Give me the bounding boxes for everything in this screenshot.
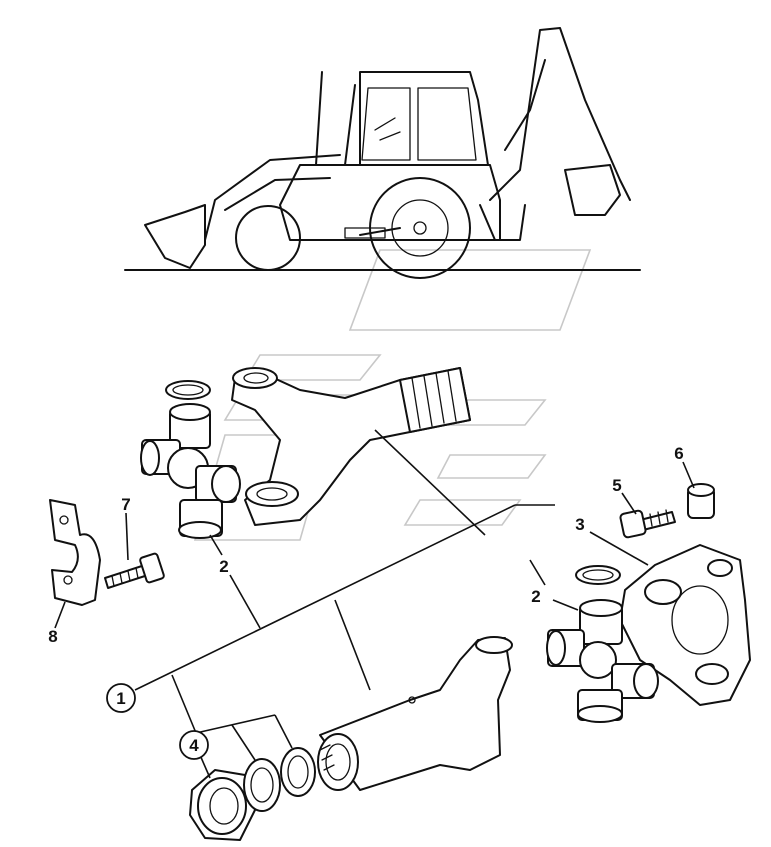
strap-bolt (104, 552, 165, 589)
callout-8: 8 (48, 627, 57, 646)
callout-3: 3 (575, 515, 584, 534)
backhoe-loader-illustration (124, 27, 641, 279)
svg-text:1: 1 (116, 689, 125, 708)
flange-bolt (619, 509, 676, 539)
callout-2-left: 2 (219, 557, 228, 576)
callout-6: 6 (674, 444, 683, 463)
universal-joint-cross-right (546, 599, 659, 723)
snap-ring-top (165, 380, 211, 400)
callout-1: 1 (106, 683, 136, 713)
callout-7: 7 (121, 495, 130, 514)
svg-text:6: 6 (674, 444, 683, 463)
universal-joint-cross-left (140, 403, 241, 539)
washer-2 (280, 747, 316, 797)
drive-shaft-yoke-splined (231, 367, 471, 526)
callout-4: 4 (179, 730, 209, 760)
slip-yoke-tube (317, 636, 513, 791)
svg-text:2: 2 (219, 557, 228, 576)
svg-text:7: 7 (121, 495, 130, 514)
dust-cap-nut (189, 769, 256, 841)
callout-5: 5 (612, 476, 621, 495)
flange-nut (687, 483, 715, 519)
svg-text:4: 4 (189, 736, 199, 755)
snap-ring-right (575, 565, 621, 585)
svg-text:2: 2 (531, 587, 540, 606)
svg-text:8: 8 (48, 627, 57, 646)
svg-text:3: 3 (575, 515, 584, 534)
svg-text:5: 5 (612, 476, 621, 495)
leader-lines (54, 429, 695, 779)
callout-2-right: 2 (531, 587, 540, 606)
washer-1 (243, 758, 281, 812)
bearing-strap (49, 499, 101, 606)
